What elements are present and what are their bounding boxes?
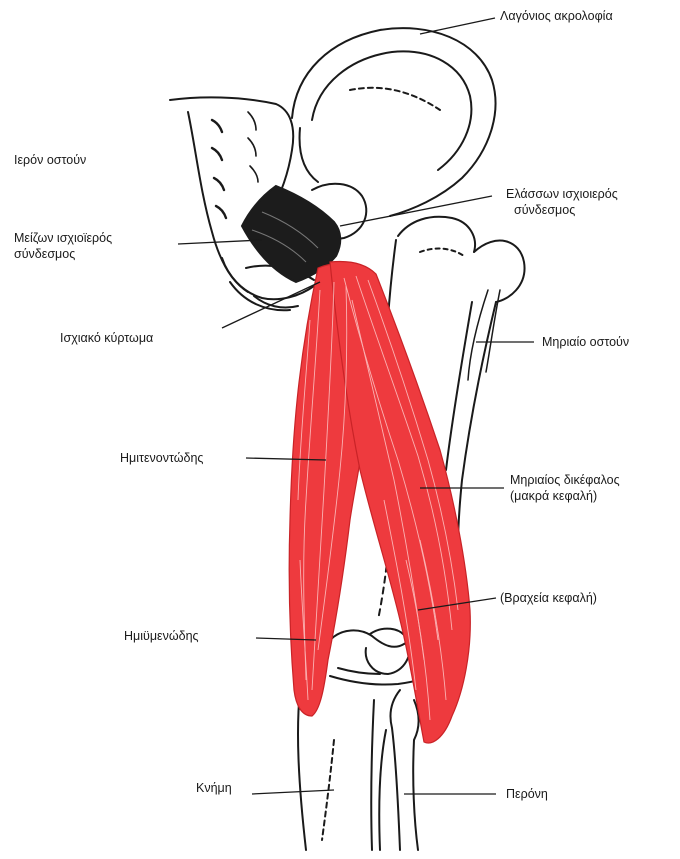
hamstring-muscles: [289, 262, 470, 743]
leader-tibia: [252, 790, 334, 794]
label-greater-sciatic-ligament: Μείζων ισχιοϊερός σύνδεσμος: [14, 230, 112, 262]
leader-greater-ligament: [178, 240, 262, 244]
label-fibula: Περόνη: [506, 786, 548, 802]
label-greater-ligament-line2: σύνδεσμος: [14, 246, 112, 262]
label-iliac-crest: Λαγόνιος ακρολοφία: [500, 8, 613, 24]
label-sacrum: Ιερόν οστούν: [14, 152, 86, 168]
greater-trochanter-outline: [398, 217, 475, 252]
label-tibia: Κνήμη: [196, 780, 232, 796]
label-greater-ligament-line1: Μείζων ισχιοϊερός: [14, 230, 112, 246]
label-ischial-tuberosity: Ισχιακό κύρτωμα: [60, 330, 153, 346]
label-lesser-ligament-line2: σύνδεσμος: [506, 202, 618, 218]
label-semimembranosus: Ημιϋμενώδης: [124, 628, 199, 644]
label-semitendinosus: Ημιτενοντώδης: [120, 450, 203, 466]
label-biceps-line1: Μηριαίος δικέφαλος: [510, 472, 620, 488]
label-lesser-ligament-line1: Ελάσσων ισχιοιερός: [506, 186, 618, 202]
leader-iliac-crest: [420, 18, 495, 34]
fibula-outline: [390, 690, 400, 850]
label-lesser-sciatic-ligament: Ελάσσων ισχιοιερός σύνδεσμος: [506, 186, 618, 218]
label-biceps-femoris: Μηριαίος δικέφαλος (μακρά κεφαλή): [510, 472, 620, 504]
label-short-head: (Βραχεία κεφαλή): [500, 590, 597, 606]
ilium-outline: [292, 28, 495, 216]
label-biceps-line2: (μακρά κεφαλή): [510, 488, 620, 504]
label-femur: Μηριαίο οστούν: [542, 334, 629, 350]
ilium-inner-outline: [312, 51, 471, 170]
